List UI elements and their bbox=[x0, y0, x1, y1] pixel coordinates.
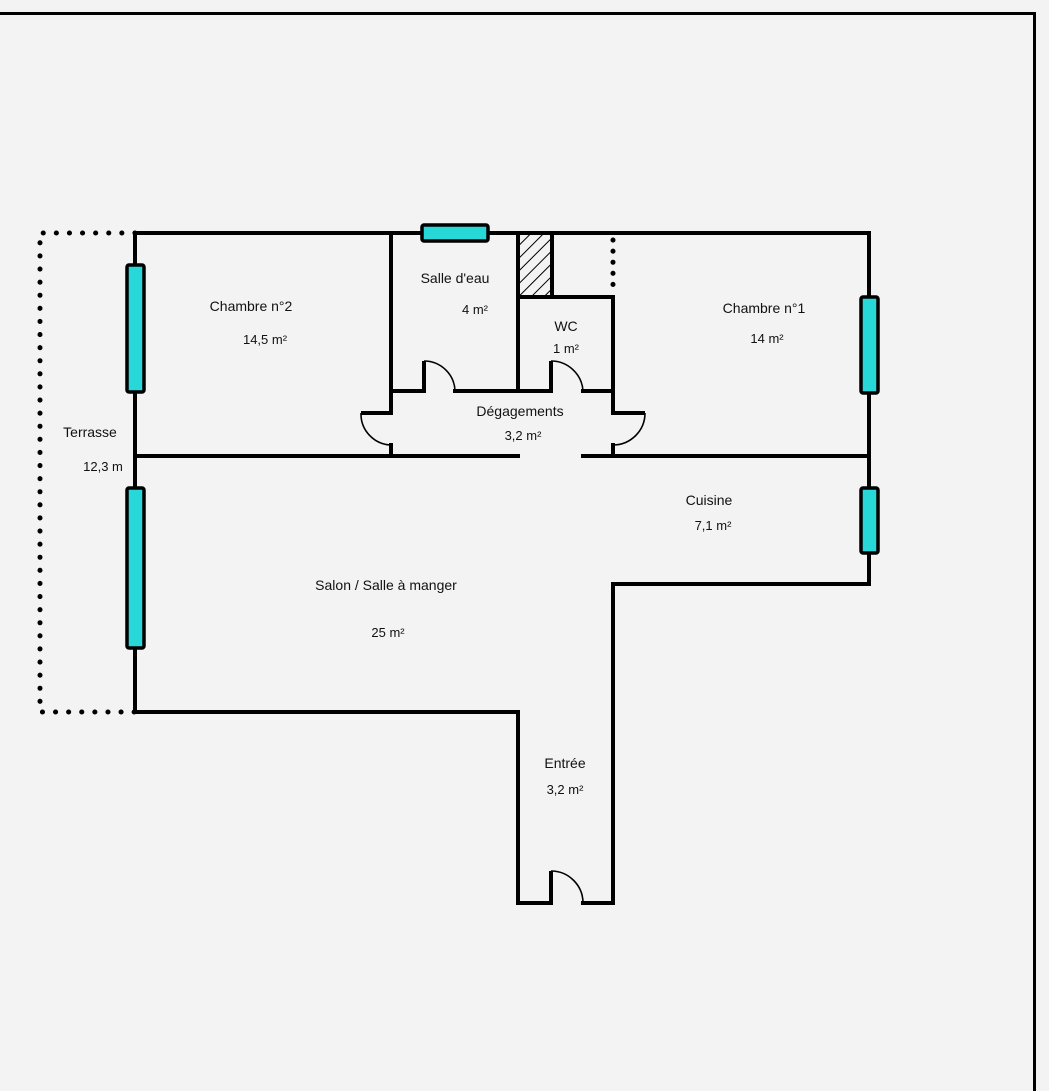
room-area-entree: 3,2 m² bbox=[546, 782, 584, 797]
walls bbox=[133, 231, 871, 905]
window-salle-deau bbox=[420, 223, 490, 243]
door-wc bbox=[549, 360, 584, 392]
room-name-salon: Salon / Salle à manger bbox=[315, 577, 457, 593]
door-entree bbox=[549, 870, 584, 904]
room-area-degagements: 3,2 m² bbox=[504, 428, 542, 443]
room-name-degagements: Dégagements bbox=[476, 403, 564, 419]
door-chambre-2 bbox=[360, 411, 392, 446]
room-name-terrasse: Terrasse bbox=[63, 424, 117, 440]
room-area-wc: 1 m² bbox=[553, 341, 579, 356]
window-chambre-2 bbox=[125, 263, 146, 394]
windows bbox=[125, 223, 880, 650]
doors bbox=[360, 360, 646, 904]
room-name-chambre-1: Chambre n°1 bbox=[722, 300, 806, 316]
frame-right-border bbox=[1033, 12, 1036, 1091]
window-cuisine bbox=[859, 486, 880, 555]
room-area-chambre-1: 14 m² bbox=[750, 331, 784, 346]
door-salle-deau bbox=[422, 360, 456, 392]
door-chambre-1 bbox=[612, 411, 646, 446]
room-name-entree: Entrée bbox=[544, 755, 586, 771]
window-salon bbox=[125, 486, 146, 650]
room-name-cuisine: Cuisine bbox=[685, 492, 733, 508]
room-area-salle-deau: 4 m² bbox=[462, 302, 488, 317]
hatched-shaft bbox=[520, 235, 550, 295]
room-area-chambre-2: 14,5 m² bbox=[242, 332, 288, 347]
room-area-cuisine: 7,1 m² bbox=[694, 518, 732, 533]
room-area-salon: 25 m² bbox=[371, 625, 405, 640]
room-name-wc: WC bbox=[554, 318, 578, 334]
window-chambre-1 bbox=[859, 295, 880, 395]
frame-top-border bbox=[0, 12, 1036, 15]
room-area-terrasse: 12,3 m bbox=[83, 459, 123, 474]
room-name-chambre-2: Chambre n°2 bbox=[209, 298, 293, 314]
room-name-salle-deau: Salle d'eau bbox=[420, 270, 490, 286]
